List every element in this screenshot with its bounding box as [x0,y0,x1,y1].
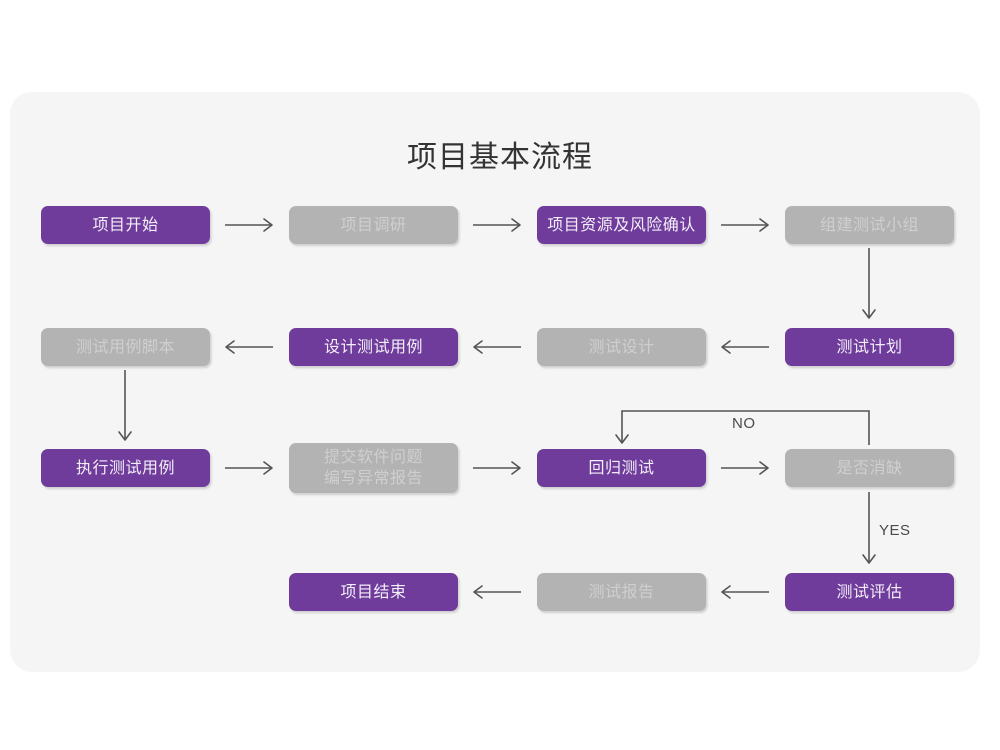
node-resource-risk-confirm[interactable]: 项目资源及风险确认 [537,206,706,244]
page-title: 项目基本流程 [407,141,593,174]
node-test-plan[interactable]: 测试计划 [785,328,954,366]
edge-label-no: NO [732,415,756,432]
node-test-report[interactable]: 测试报告 [537,573,706,611]
node-defect-resolved-decision[interactable]: 是否消缺 [785,449,954,487]
node-test-case-script[interactable]: 测试用例脚本 [41,328,210,366]
node-build-test-team[interactable]: 组建测试小组 [785,206,954,244]
node-submit-bug-report[interactable]: 提交软件问题 编写异常报告 [289,443,458,493]
node-project-start[interactable]: 项目开始 [41,206,210,244]
node-test-design[interactable]: 测试设计 [537,328,706,366]
node-execute-test-case[interactable]: 执行测试用例 [41,449,210,487]
node-design-test-case[interactable]: 设计测试用例 [289,328,458,366]
node-project-end[interactable]: 项目结束 [289,573,458,611]
edge-label-yes: YES [879,522,911,539]
node-project-research[interactable]: 项目调研 [289,206,458,244]
node-test-evaluation[interactable]: 测试评估 [785,573,954,611]
node-regression-test[interactable]: 回归测试 [537,449,706,487]
